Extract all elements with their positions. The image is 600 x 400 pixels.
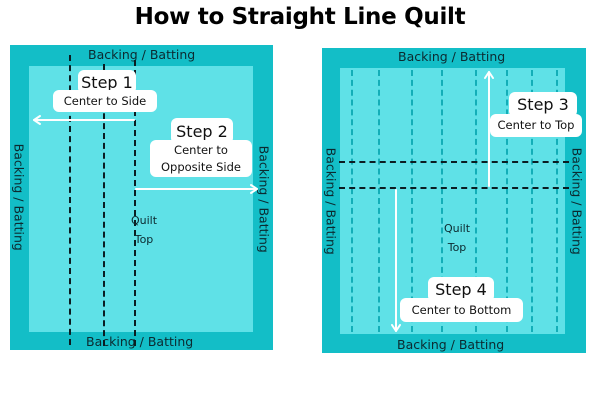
right-stitch-line-5 [475,70,477,332]
page-title: How to Straight Line Quilt [134,4,466,30]
step2-desc-line2: Opposite Side [161,159,241,174]
right-stitch-line-4 [441,70,443,332]
right-left-edge-label: Backing / Batting [323,147,339,255]
right-stitch-line-6 [506,70,508,332]
quilt-label-line2: Top [447,241,467,254]
step1-desc-label: Center to Side [53,90,157,112]
step3-title-label: Step 3 [509,92,577,117]
step2-desc-line1: Center to [174,142,228,157]
right-quilt-top-label: Quilt Top [437,219,477,257]
left-stitch-line-3 [134,60,136,346]
left-right-edge-label: Backing / Batting [256,145,272,253]
right-stitch-line-2 [378,70,380,332]
left-top-edge-label: Backing / Batting [88,47,196,62]
quilt-label-line1: Quilt [130,214,158,227]
step4-desc-label: Center to Bottom [400,298,523,322]
right-bottom-edge-label: Backing / Batting [397,337,505,352]
quilt-label-line2: Top [134,233,154,246]
left-quilt-top-label: Quilt Top [124,211,164,249]
right-horizontal-stitch-1 [339,161,569,163]
left-stitch-line-2 [103,64,105,346]
quilt-label-line1: Quilt [443,222,471,235]
right-stitch-line-8 [556,70,558,332]
left-stitch-line-1 [69,55,71,345]
right-stitch-line-7 [531,70,533,332]
step2-title-label: Step 2 [171,118,233,144]
step3-desc-label: Center to Top [490,114,582,137]
right-stitch-line-1 [351,70,353,332]
left-bottom-edge-label: Backing / Batting [86,334,194,349]
right-top-edge-label: Backing / Batting [398,49,506,64]
right-right-edge-label: Backing / Batting [569,147,585,255]
step4-title-label: Step 4 [428,277,494,302]
step2-desc-label: Center to Opposite Side [150,140,252,177]
right-stitch-line-3 [411,70,413,332]
left-left-edge-label: Backing / Batting [11,143,27,251]
right-horizontal-stitch-2 [339,187,569,189]
